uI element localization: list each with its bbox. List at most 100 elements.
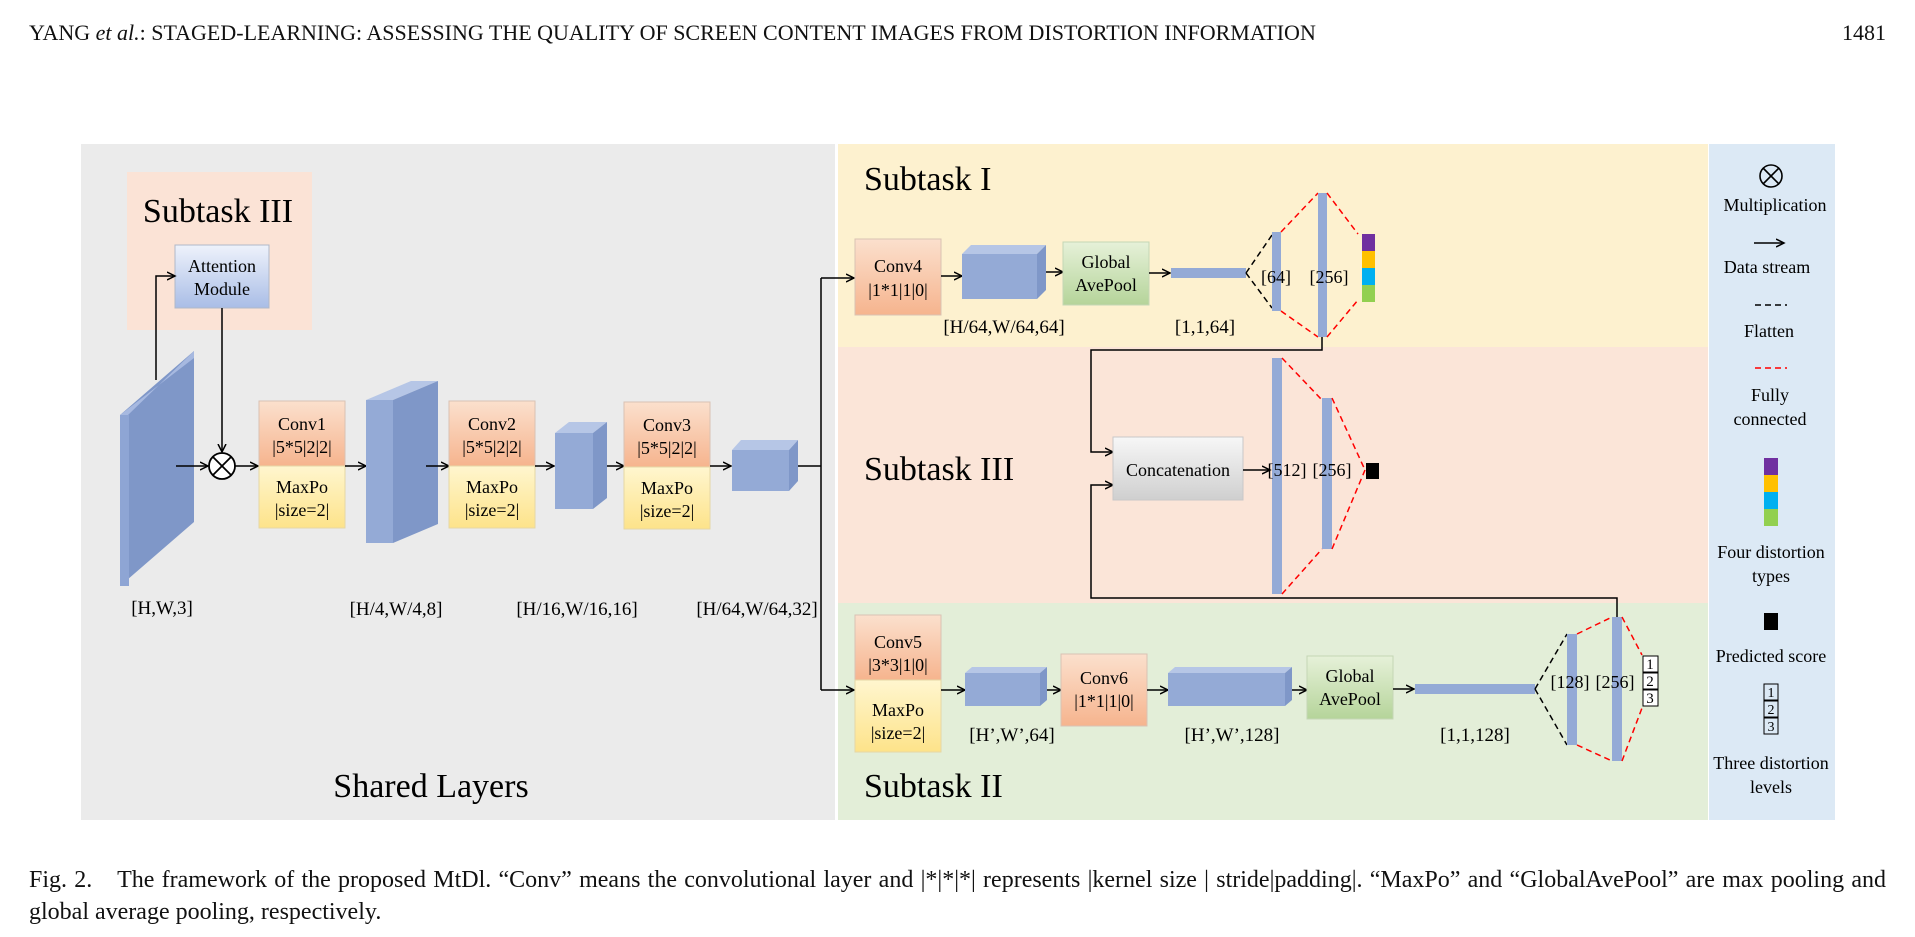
dim-conv6: [H’,W’,128]	[1185, 725, 1280, 746]
conv6-block	[1060, 653, 1148, 727]
fc-lines-3	[1281, 357, 1323, 595]
conv5-maxpo-size: |size=2|	[871, 723, 925, 743]
fc3-256-label: [256]	[1313, 460, 1352, 480]
fc1-64	[1272, 232, 1281, 311]
legend-predicted-icon	[1764, 613, 1778, 630]
page-number: 1481	[1842, 20, 1886, 45]
legend-flatten: Flatten	[1744, 321, 1794, 341]
concatenation-label: Concatenation	[1126, 460, 1230, 480]
subtask3-inset-title: Subtask III	[143, 193, 293, 230]
subtask1-title: Subtask I	[864, 161, 992, 198]
input-feature-map	[120, 351, 194, 586]
gap1-label-1: Global	[1082, 252, 1131, 272]
fc3-512-label: [512]	[1268, 460, 1307, 480]
fc2-128	[1567, 634, 1577, 745]
conv6-name: Conv6	[1080, 668, 1128, 688]
legend-fully-2: connected	[1734, 409, 1807, 429]
link-subtask1-to-concat	[1090, 337, 1323, 452]
gap1-vector	[1171, 268, 1246, 278]
subtask2-panel	[838, 603, 1708, 820]
multiplication-icon	[208, 452, 236, 480]
legend-four-2: types	[1752, 566, 1790, 586]
feature-map-2	[555, 422, 607, 509]
dim-3: [H/64,W/64,32]	[696, 599, 817, 620]
conv2-name: Conv2	[468, 414, 516, 434]
fc3-256	[1322, 398, 1332, 549]
subtask3-title: Subtask III	[864, 451, 1014, 488]
legend-fully-1: Fully	[1751, 385, 1789, 405]
conv3-maxpo-size: |size=2|	[640, 501, 694, 521]
level-output-2: 2	[1646, 674, 1654, 690]
fc-lines-3b	[1331, 397, 1366, 550]
dim-conv4: [H/64,W/64,64]	[943, 317, 1064, 338]
conv1-name: Conv1	[278, 414, 326, 434]
conv2-maxpo-size: |size=2|	[465, 500, 519, 520]
caption-text: The framework of the proposed MtDl. “Con…	[29, 867, 1887, 925]
fc-lines-2b	[1621, 616, 1643, 762]
flatten-lines-1	[1245, 234, 1273, 309]
arrow-input-to-attention	[155, 276, 175, 380]
conv1-maxpo: MaxPo	[276, 477, 328, 497]
gap2-label-2: AvePool	[1319, 689, 1381, 709]
legend-data-stream: Data stream	[1724, 257, 1810, 277]
legend-multiplication: Multiplication	[1724, 195, 1827, 215]
fc1-256-label: [256]	[1310, 267, 1349, 287]
predicted-score-output	[1366, 463, 1379, 479]
level-output-1: 1	[1646, 657, 1654, 673]
conv3-name: Conv3	[643, 415, 691, 435]
feature-map-3	[732, 440, 798, 491]
attention-label-2: Module	[194, 279, 250, 299]
attention-label-1: Attention	[188, 256, 256, 276]
dim-gap1: [1,1,64]	[1175, 317, 1235, 338]
fc3-512	[1272, 358, 1282, 594]
dim-gap2: [1,1,128]	[1440, 725, 1510, 746]
conv1-block	[258, 400, 346, 529]
dim-2: [H/16,W/16,16]	[516, 599, 637, 620]
gap1-label-2: AvePool	[1075, 275, 1137, 295]
fc-lines-1b	[1326, 192, 1359, 338]
distortion-type-output	[1362, 234, 1375, 302]
fc-lines-1	[1280, 192, 1319, 338]
legend-three-2: levels	[1750, 777, 1792, 797]
figure-caption: Fig. 2. The framework of the proposed Mt…	[29, 864, 1886, 928]
conv5-params: |3*3|1|0|	[868, 655, 927, 675]
fc1-64-label: [64]	[1261, 267, 1291, 287]
shared-layers-title: Shared Layers	[333, 768, 528, 805]
flatten-lines-2	[1534, 633, 1568, 746]
fc2-256-label: [256]	[1596, 672, 1635, 692]
legend-three-1: Three distortion	[1713, 753, 1828, 773]
fc2-256	[1612, 617, 1622, 761]
legend-level-2: 2	[1768, 703, 1775, 718]
fc-lines-2	[1576, 616, 1613, 762]
fc1-256	[1318, 193, 1327, 337]
conv3-block	[623, 401, 711, 530]
legend-four-1: Four distortion	[1717, 542, 1825, 562]
conv6-feature-map	[1168, 667, 1292, 706]
concatenation-block	[1112, 436, 1244, 501]
conv3-params: |5*5|2|2|	[637, 438, 696, 458]
link-subtask2-to-concat	[1090, 485, 1618, 617]
conv2-block	[448, 400, 536, 529]
conv4-block	[854, 238, 942, 316]
conv1-maxpo-size: |size=2|	[275, 500, 329, 520]
conv5-name: Conv5	[874, 632, 922, 652]
conv2-params: |5*5|2|2|	[462, 437, 521, 457]
conv5-feature-map	[965, 667, 1047, 706]
gap2-vector	[1415, 684, 1535, 694]
gap2-label-1: Global	[1326, 666, 1375, 686]
level-output-3: 3	[1646, 691, 1654, 707]
conv6-params: |1*1|1|0|	[1074, 691, 1133, 711]
legend-level-1: 1	[1768, 686, 1775, 701]
gap2-block	[1306, 655, 1394, 720]
legend-four-types-icon	[1764, 458, 1778, 526]
caption-label: Fig. 2.	[29, 867, 93, 893]
legend-three-levels-icon	[1763, 683, 1779, 735]
dim-input: [H,W,3]	[131, 598, 193, 619]
attention-module	[174, 244, 270, 309]
feature-map-1	[366, 381, 438, 543]
header-title: : STAGED-LEARNING: ASSESSING THE QUALITY…	[139, 20, 1316, 45]
header-etal: et al.	[95, 20, 140, 45]
legend-level-3: 3	[1768, 720, 1775, 735]
conv5-maxpo-block	[854, 679, 942, 753]
conv3-maxpo: MaxPo	[641, 478, 693, 498]
